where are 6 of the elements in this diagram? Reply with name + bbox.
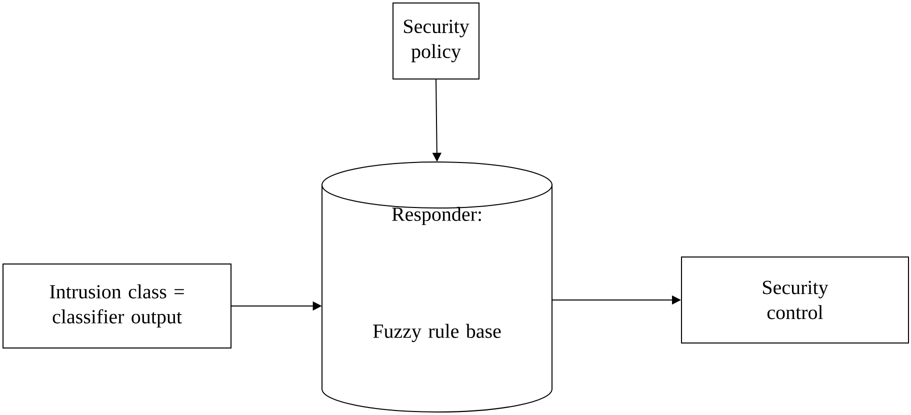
process-box: Security control [681, 256, 909, 344]
cylinder: Responder: Fuzzy rule base [322, 162, 552, 412]
process-box: Intrusion class = classifier output [2, 264, 232, 348]
node-label: Fuzzy rule base [373, 324, 501, 342]
process-box: Security policy [392, 2, 480, 80]
node-label: Responder: [392, 206, 481, 226]
